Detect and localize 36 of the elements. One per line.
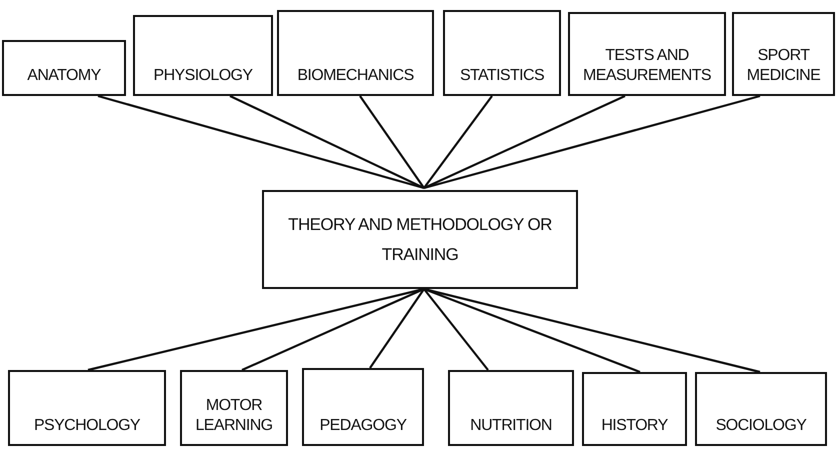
- connector-line: [424, 94, 760, 190]
- box-label: MOTOR LEARNING: [194, 396, 274, 436]
- box-label: ANATOMY: [27, 66, 101, 86]
- box-label: THEORY AND METHODOLOGY OR TRAINING: [287, 214, 553, 266]
- discipline-box: [180, 370, 288, 446]
- central-box: [262, 190, 578, 289]
- discipline-box: [277, 10, 434, 96]
- box-label: TESTS AND MEASUREMENTS: [582, 46, 712, 86]
- discipline-box: [8, 370, 166, 446]
- connector-line: [423, 288, 489, 371]
- box-label: NUTRITION: [470, 416, 552, 436]
- discipline-box: [2, 40, 126, 96]
- box-label: SPORT MEDICINE: [746, 46, 822, 86]
- connector-line: [423, 95, 493, 189]
- discipline-box: [133, 15, 273, 96]
- box-label: SOCIOLOGY: [716, 416, 806, 436]
- discipline-box: [448, 370, 574, 446]
- box-label: PSYCHOLOGY: [34, 416, 140, 436]
- connector-line: [242, 288, 424, 371]
- box-label: STATISTICS: [460, 66, 544, 86]
- box-label: BIOMECHANICS: [297, 66, 414, 86]
- discipline-box: [568, 12, 726, 96]
- connector-line: [424, 95, 626, 189]
- box-label: PHYSIOLOGY: [154, 66, 252, 86]
- discipline-box: [732, 12, 835, 96]
- connector-line: [98, 94, 424, 190]
- connector-line: [369, 288, 425, 369]
- discipline-box: [443, 10, 561, 96]
- connector-line: [424, 288, 640, 374]
- connector-line: [230, 95, 424, 189]
- discipline-box: [695, 372, 827, 446]
- discipline-box: [582, 372, 687, 446]
- box-label: PEDAGOGY: [320, 416, 406, 436]
- discipline-box: [302, 368, 424, 446]
- box-label: HISTORY: [601, 416, 668, 436]
- connector-line: [359, 95, 425, 189]
